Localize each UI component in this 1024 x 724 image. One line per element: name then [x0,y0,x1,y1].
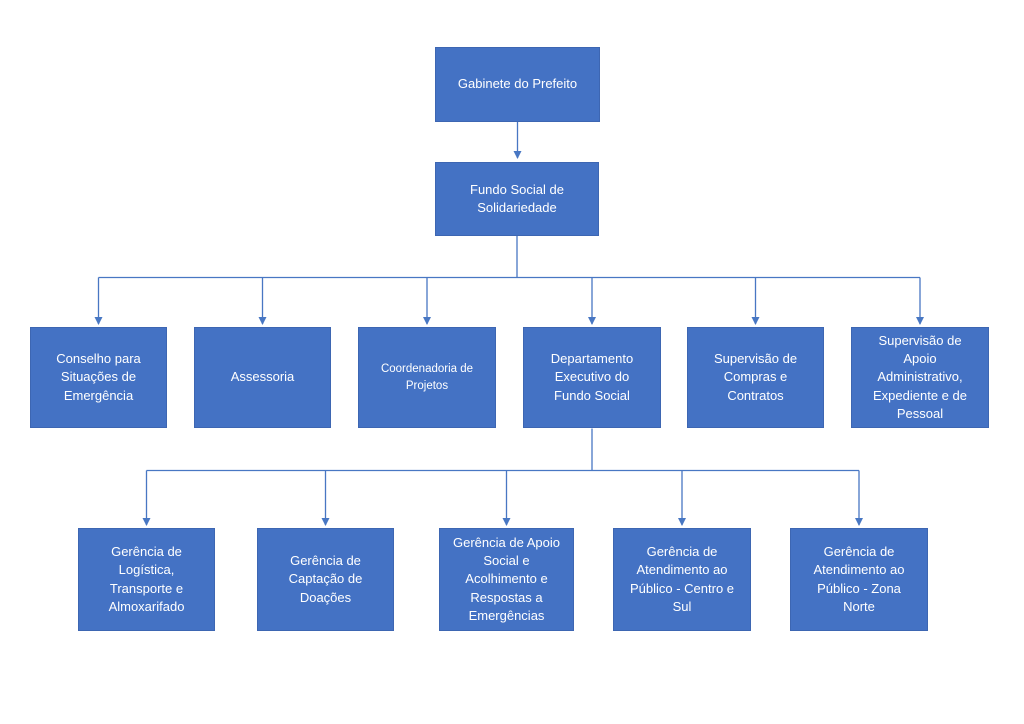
org-node-departamento-executivo-fundo-social: Departamento Executivo do Fundo Social [523,327,661,428]
org-node-gerencia-apoio-social-acolhimento: Gerência de Apoio Social e Acolhimento e… [439,528,574,631]
org-node-gerencia-atendimento-publico-zona-norte: Gerência de Atendimento ao Público - Zon… [790,528,928,631]
org-node-fundo-social-de-solidariedade: Fundo Social de Solidariedade [435,162,599,236]
org-node-coordenadoria-de-projetos: Coordenadoria de Projetos [358,327,496,428]
org-node-gerencia-atendimento-publico-centro-sul: Gerência de Atendimento ao Público - Cen… [613,528,751,631]
org-node-gerencia-captacao-doacoes: Gerência de Captação de Doações [257,528,394,631]
org-node-supervisao-apoio-administrativo: Supervisão de Apoio Administrativo, Expe… [851,327,989,428]
org-node-conselho-situacoes-emergencia: Conselho para Situações de Emergência [30,327,167,428]
org-node-gerencia-logistica-transporte-almoxarifado: Gerência de Logística, Transporte e Almo… [78,528,215,631]
org-node-supervisao-compras-contratos: Supervisão de Compras e Contratos [687,327,824,428]
org-node-assessoria: Assessoria [194,327,331,428]
org-node-gabinete-do-prefeito: Gabinete do Prefeito [435,47,600,122]
